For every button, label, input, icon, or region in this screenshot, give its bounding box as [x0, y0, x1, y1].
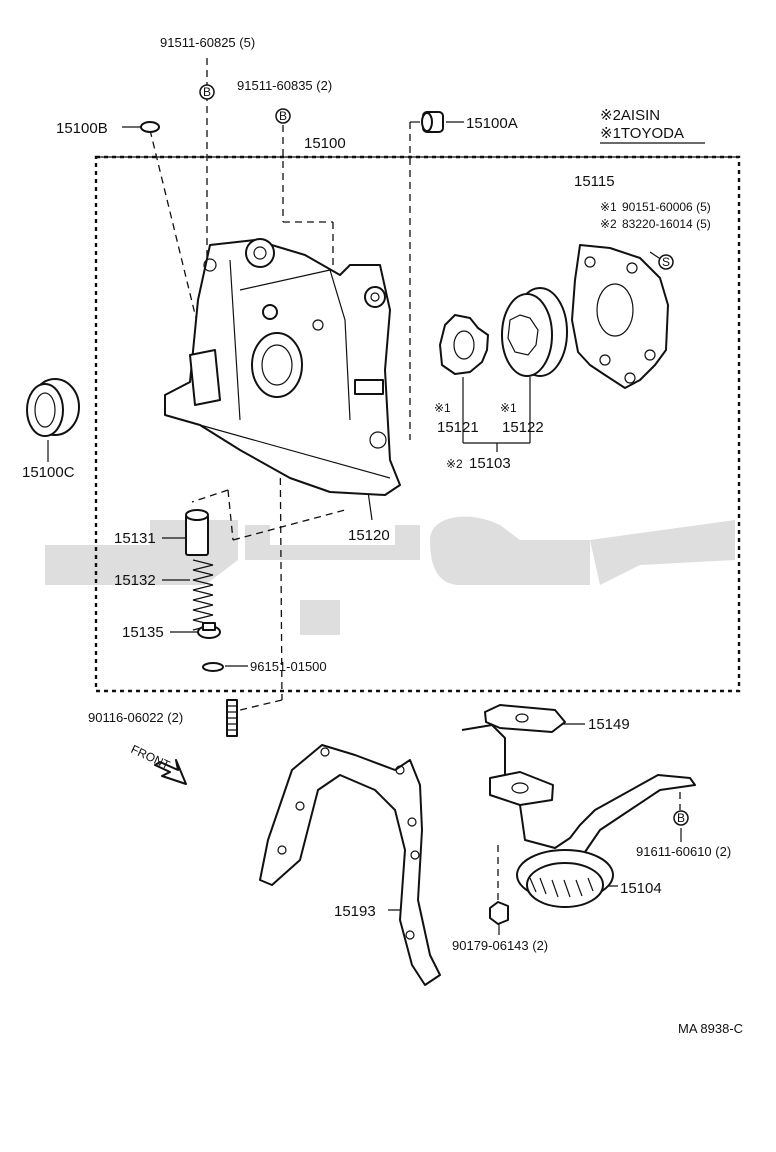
mark-1: ※1: [600, 200, 617, 214]
screw-marker-icon: S: [658, 254, 674, 270]
label-90116-06022: 90116-06022 (2): [88, 710, 183, 725]
label-91511-60825: 91511-60825 (5): [160, 35, 255, 50]
bolt-90179: [489, 901, 509, 935]
label-15103: 15103: [469, 455, 511, 472]
stud-90116: [226, 699, 238, 737]
mark-2: ※2: [446, 457, 463, 471]
label-15132: 15132: [114, 572, 156, 589]
bushing-15100a: [421, 111, 444, 133]
mark-1: ※1: [434, 401, 451, 415]
label-15135: 15135: [122, 624, 164, 641]
gasket-15149: [484, 704, 566, 733]
pump-cover-15115: [571, 244, 669, 389]
label-96151-01500: 96151-01500: [250, 659, 327, 674]
label-91611-60610: 91611-60610 (2): [636, 844, 731, 859]
front-arrow-icon: FRONT: [129, 742, 187, 785]
label-15100a: 15100A: [466, 115, 518, 132]
drive-rotor-15121: [439, 314, 489, 375]
svg-text:B: B: [203, 85, 211, 99]
spring-15132: [192, 559, 214, 631]
bolt-marker-icon: B: [199, 84, 215, 100]
drawing-id: MA 8938-C: [678, 1021, 743, 1036]
label-15104: 15104: [620, 880, 662, 897]
mark-1: ※1: [500, 401, 517, 415]
label-15149: 15149: [588, 716, 630, 733]
label-15100b: 15100B: [56, 120, 108, 137]
label-15100: 15100: [304, 135, 346, 152]
label-15122: 15122: [502, 419, 544, 436]
label-83220-16014: 83220-16014 (5): [622, 217, 711, 231]
label-15100c: 15100C: [22, 464, 75, 481]
label-90179-06143: 90179-06143 (2): [452, 938, 548, 953]
oil-pump-body: [164, 238, 401, 496]
label-15115: 15115: [574, 173, 615, 190]
legend-toyoda: ※1TOYODA: [600, 125, 684, 142]
bolt-marker-icon: B: [275, 108, 291, 124]
label-15120: 15120: [348, 527, 390, 544]
label-15121: 15121: [437, 419, 479, 436]
oil-strainer-15104: [461, 724, 696, 908]
front-label: FRONT: [129, 742, 173, 772]
label-91511-60835: 91511-60835 (2): [237, 78, 332, 93]
mark-2: ※2: [600, 217, 617, 231]
relief-valve-15131: [185, 509, 209, 556]
svg-text:S: S: [662, 255, 670, 269]
retainer-15135: [197, 622, 221, 639]
label-90151-60006: 90151-60006 (5): [622, 200, 711, 214]
gasket-15193: [259, 744, 441, 986]
washer-15100b: [140, 121, 160, 133]
label-15131: 15131: [114, 530, 156, 547]
snap-ring-96151: [202, 662, 224, 672]
bolt-marker-icon: B: [673, 810, 689, 826]
svg-text:B: B: [279, 109, 287, 123]
svg-text:B: B: [677, 811, 685, 825]
oil-seal-15100c: [26, 378, 80, 437]
legend-aisin: ※2AISIN: [600, 107, 660, 124]
driven-rotor-15122: [501, 287, 568, 377]
assembly-frame: [94, 155, 741, 693]
label-15193: 15193: [334, 903, 376, 920]
